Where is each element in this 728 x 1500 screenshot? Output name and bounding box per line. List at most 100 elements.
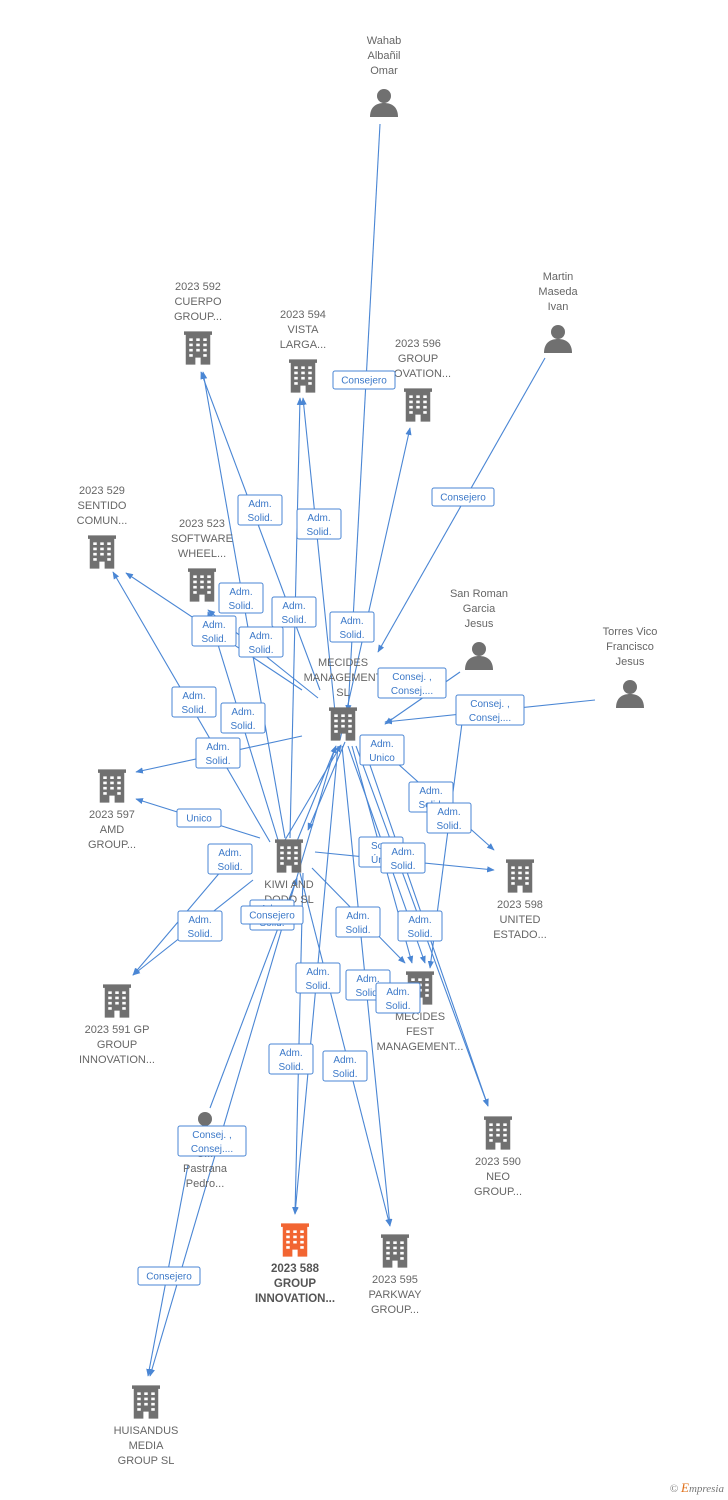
edge-label-l6[interactable]: Adm. Solid. — [271, 596, 317, 628]
building-icon — [404, 388, 432, 422]
edge-label-l32[interactable]: Consej. ,Consej.... — [177, 1125, 247, 1157]
node-label-line: KIWI AND — [264, 879, 314, 891]
edge-label-text: Solid. — [181, 705, 206, 716]
edge-label-box — [426, 802, 472, 834]
edge-label-box — [335, 906, 381, 938]
edge-label-text: Consej. , — [392, 672, 431, 683]
edge-label-l27[interactable]: Adm.Solid. — [295, 962, 341, 994]
edge-label-box — [218, 582, 264, 614]
edge-line-21 — [299, 872, 392, 1227]
edge-label-l4[interactable]: Adm.Solid. — [296, 508, 342, 540]
node-c523[interactable]: 2023 523SOFTWAREWHEEL... — [171, 518, 233, 602]
edge-label-l23[interactable]: Consejero — [240, 905, 304, 925]
edge-label-l9[interactable]: Adm.Solid. — [329, 611, 375, 643]
node-label-line: 2023 598 — [497, 899, 543, 911]
edge-label-text: Solid. — [345, 925, 370, 936]
edge-label-l33[interactable]: Consejero — [137, 1266, 201, 1286]
edge-label-text: Unico — [369, 753, 395, 764]
node-label-line: Jesus — [465, 618, 494, 630]
node-c591[interactable]: 2023 591 GPGROUPINNOVATION... — [79, 984, 155, 1066]
edge-label-text: Solid. — [390, 861, 415, 872]
edge-label-text: Solid. — [436, 821, 461, 832]
building-icon — [275, 839, 303, 873]
edge-line-24 — [307, 741, 346, 831]
node-label-line: 2023 596 — [395, 338, 441, 350]
edge-label-l13[interactable]: Adm.Solid. — [220, 702, 266, 734]
node-c590[interactable]: 2023 590NEOGROUP... — [474, 1116, 522, 1198]
node-label-line: Maseda — [538, 286, 578, 298]
edge-label-text: Adm. — [408, 915, 431, 926]
edge-label-text: Adm. — [202, 620, 225, 631]
edge-label-l17[interactable]: Adm.Solid. — [426, 802, 472, 834]
building-icon — [103, 984, 131, 1018]
edge-label-box — [380, 842, 426, 874]
edge-label-text: Consejero — [440, 493, 486, 504]
edge-label-text: Adm. — [282, 601, 305, 612]
node-kiwi[interactable]: KIWI ANDDODO SL — [264, 839, 314, 906]
node-c594[interactable]: 2023 594VISTALARGA... — [280, 309, 326, 393]
edge-label-text: Solid. — [339, 630, 364, 641]
edge-label-l30[interactable]: Adm.Solid. — [268, 1043, 314, 1075]
edge-label-l31[interactable]: Adm.Solid. — [322, 1050, 368, 1082]
node-label-line: 2023 529 — [79, 485, 125, 497]
edge-label-l26[interactable]: Adm.Solid. — [177, 910, 223, 942]
edge-label-box — [377, 667, 447, 699]
building-icon — [98, 769, 126, 803]
edge-label-l5[interactable]: Adm.Solid. — [218, 582, 264, 614]
node-label-line: Martin — [543, 271, 574, 283]
edge-label-text: Adm. — [356, 974, 379, 985]
edge-label-l10[interactable]: Consej. ,Consej.... — [377, 667, 447, 699]
edge-label-l8[interactable]: Adm.Solid. — [238, 626, 284, 658]
node-label-line: 2023 523 — [179, 518, 225, 530]
edge-label-l25[interactable]: Adm. Solid. — [397, 910, 443, 942]
edge-label-l19[interactable]: Adm.Solid. — [207, 843, 253, 875]
node-c595[interactable]: 2023 595PARKWAYGROUP... — [369, 1234, 423, 1316]
node-c597[interactable]: 2023 597AMDGROUP... — [88, 769, 136, 851]
node-label-line: GROUP SL — [118, 1455, 175, 1467]
node-c598[interactable]: 2023 598UNITEDESTADO... — [493, 859, 547, 941]
edge-label-text: Consejero — [249, 911, 295, 922]
edge-label-l7[interactable]: Adm.Solid. — [191, 615, 237, 647]
edge-label-l24[interactable]: Adm.Solid. — [335, 906, 381, 938]
edge-label-text: Solid. — [407, 929, 432, 940]
node-label-line: GROUP — [97, 1039, 137, 1051]
edge-label-l14[interactable]: Adm.Solid. — [195, 737, 241, 769]
edge-label-text: Adm. — [249, 631, 272, 642]
empresia-watermark[interactable]: © Empresia — [670, 1480, 724, 1496]
edge-label-box — [322, 1050, 368, 1082]
edge-label-l18[interactable]: Unico — [176, 808, 222, 828]
edge-label-l12[interactable]: Adm.Solid. — [171, 686, 217, 718]
edge-label-text: Adm. — [419, 786, 442, 797]
node-label-line: HUISANDUS — [114, 1425, 179, 1437]
edge-label-l11[interactable]: Consej. ,Consej.... — [455, 694, 525, 726]
edge-label-box — [137, 1266, 201, 1286]
node-mecfest[interactable]: MECIDESFESTMANAGEMENT... — [377, 971, 464, 1053]
edge-label-box — [195, 737, 241, 769]
edge-labels-layer: ConsejeroConsejeroAdm.Solid.Adm.Solid.Ad… — [137, 370, 525, 1286]
node-label-line: ESTADO... — [493, 929, 547, 941]
node-c529[interactable]: 2023 529SENTIDOCOMUN... — [77, 485, 128, 569]
building-icon — [329, 707, 357, 741]
node-c588[interactable]: 2023 588GROUPINNOVATION... — [255, 1223, 335, 1305]
node-label-line: GROUP... — [474, 1186, 522, 1198]
node-c596[interactable]: 2023 596GROUP...OVATION... — [385, 338, 451, 422]
edge-label-box — [397, 910, 443, 942]
edge-label-l15[interactable]: Adm.Unico — [359, 734, 405, 766]
node-c592[interactable]: 2023 592CUERPOGROUP... — [174, 281, 222, 365]
edge-label-l21[interactable]: Adm.Solid. — [380, 842, 426, 874]
edge-label-l29[interactable]: Adm.Solid. — [375, 982, 421, 1014]
edge-label-text: Solid. — [281, 615, 306, 626]
edge-label-l1[interactable]: Consejero — [332, 370, 396, 390]
node-label-line: PARKWAY — [369, 1289, 423, 1301]
building-icon — [484, 1116, 512, 1150]
edge-label-l2[interactable]: Consejero — [431, 487, 495, 507]
node-label-line: MECIDES — [395, 1011, 445, 1023]
edge-label-l3[interactable]: Adm.Solid. — [237, 494, 283, 526]
